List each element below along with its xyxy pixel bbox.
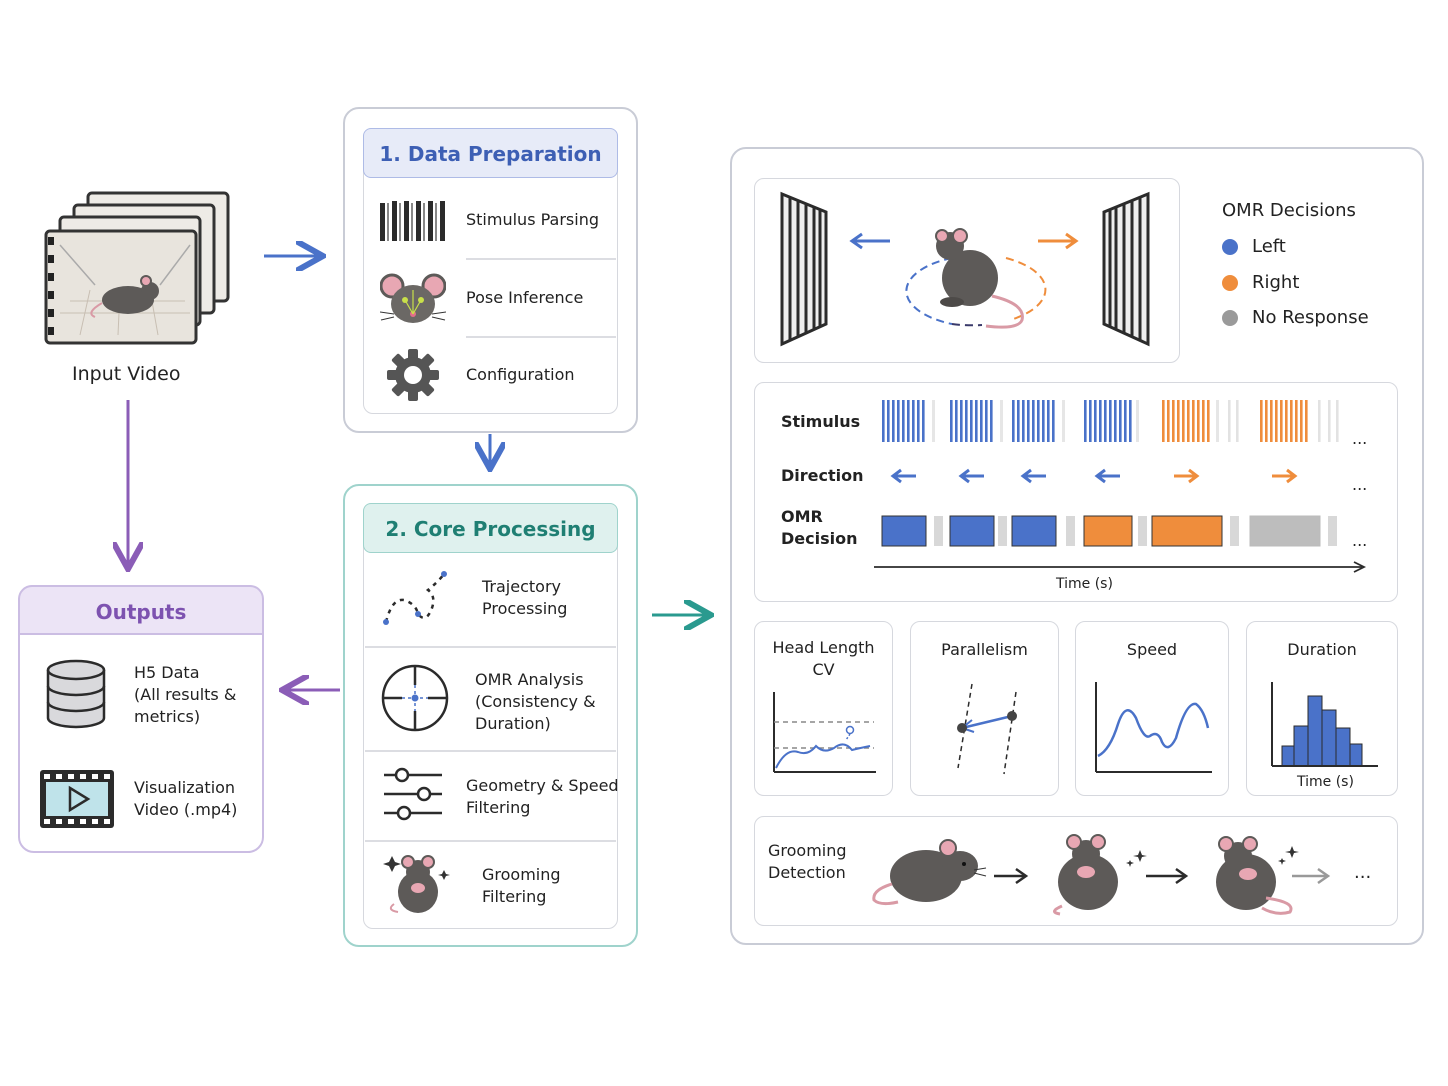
stimulus-gap-2: [1318, 400, 1321, 442]
stimulus-block-1: [950, 400, 1003, 442]
speed-plot: [1095, 682, 1212, 773]
stimulus-block-5: [1260, 400, 1308, 442]
grooming-mouse-icon-2: [1216, 836, 1299, 915]
decision-gap-1: [998, 516, 1007, 546]
left-grating-icon: [780, 191, 828, 347]
direction-arrowhead-0: [890, 468, 902, 484]
stripes-icon: [380, 201, 445, 241]
decision-block-3: [1083, 515, 1133, 547]
timeline-ellipsis-direction: ...: [1352, 475, 1368, 494]
timeline-ellipsis-decision: ...: [1352, 531, 1368, 550]
core-processing-title: 2. Core Processing: [363, 503, 618, 553]
metric-speed-title: Speed: [1126, 640, 1178, 659]
right-grating-icon: [1102, 191, 1150, 347]
video-frames-icon: [44, 191, 230, 345]
legend-right-label: Right: [1252, 272, 1300, 293]
trajectory-processing-label: Trajectory Processing: [482, 577, 568, 618]
center-mouse-icon: [935, 228, 1024, 329]
legend-title: OMR Decisions: [1222, 200, 1356, 221]
stimulus-block-3: [1084, 400, 1139, 442]
walking-mouse-icon: [872, 839, 987, 906]
geometry-speed-filtering-label: Geometry & Speed Filtering: [466, 776, 619, 817]
video-icon: [40, 770, 114, 828]
legend-no-response-label: No Response: [1252, 307, 1369, 328]
stimulus-gap-4: [1336, 400, 1339, 442]
legend-no-response-dot: [1222, 310, 1238, 326]
decision-gap-3: [1138, 516, 1147, 546]
timeline-ellipsis-stimulus: ...: [1352, 429, 1368, 448]
input-video-label: Input Video: [72, 363, 181, 385]
h5-data-label: H5 Data (All results & metrics): [134, 663, 237, 726]
crosshair-icon: [381, 664, 449, 732]
direction-arrowhead-1: [958, 468, 970, 484]
mouse-icon: [90, 275, 159, 318]
metric-duration-title: Duration: [1287, 640, 1357, 659]
omr-analysis-label: OMR Analysis (Consistency & Duration): [475, 670, 596, 733]
timeline-row-stimulus: Stimulus: [781, 412, 861, 431]
stimulus-gap-0: [1228, 400, 1231, 442]
pose-inference-label: Pose Inference: [466, 288, 584, 307]
sliders-icon: [384, 767, 442, 821]
metric-speed: [1075, 621, 1229, 796]
stimulus-gap-3: [1328, 400, 1331, 442]
metric-parallelism-title: Parallelism: [941, 640, 1028, 659]
decision-block-4: [1151, 515, 1223, 547]
arena-illustration: [780, 191, 1150, 347]
decision-block-2: [1011, 515, 1057, 547]
configuration-label: Configuration: [466, 365, 575, 384]
direction-arrowhead-5: [1286, 468, 1298, 484]
decision-block-1: [949, 515, 995, 547]
timeline-axis-label: Time (s): [1056, 576, 1113, 592]
legend-left-label: Left: [1252, 236, 1286, 257]
direction-arrowhead-3: [1094, 468, 1106, 484]
stimulus-block-4: [1162, 400, 1219, 442]
metric-head-length-cv-title: Head Length CV: [772, 638, 875, 679]
mouse-face-icon: [380, 273, 446, 323]
direction-arrowhead-4: [1188, 468, 1200, 484]
trajectory-icon: [383, 571, 447, 625]
decision-block-5: [1249, 515, 1321, 547]
legend-left-dot: [1222, 239, 1238, 255]
timeline-row-direction: Direction: [781, 466, 864, 485]
duration-histogram: [1271, 682, 1378, 767]
stimulus-block-2: [1012, 400, 1065, 442]
grooming-filtering-label: Grooming Filtering: [482, 865, 561, 906]
head-length-cv-plot: [773, 692, 876, 773]
decision-block-0: [881, 515, 927, 547]
direction-arrowhead-2: [1020, 468, 1032, 484]
stimulus-gap-1: [1236, 400, 1239, 442]
stimulus-block-0: [882, 400, 935, 442]
data-preparation-title: 1. Data Preparation: [363, 128, 618, 178]
decision-gap-5: [1328, 516, 1337, 546]
input-video: [40, 185, 240, 355]
duration-axis-label: Time (s): [1297, 774, 1354, 790]
timeline-chart: [874, 400, 1367, 573]
grooming-ellipsis: ...: [1354, 862, 1372, 883]
stimulus-parsing-label: Stimulus Parsing: [466, 210, 599, 229]
parallelism-plot: [957, 683, 1017, 775]
grooming-sequence: [872, 834, 1331, 916]
decision-gap-4: [1230, 516, 1239, 546]
time-axis-arrowhead: [1353, 561, 1367, 573]
legend-right-dot: [1222, 275, 1238, 291]
decision-gap-2: [1066, 516, 1075, 546]
database-icon: [46, 659, 106, 729]
visualization-video-label: Visualization Video (.mp4): [134, 778, 238, 819]
grooming-mouse-icon-1: [1053, 834, 1147, 916]
metric-parallelism: [910, 621, 1059, 796]
decision-gap-0: [934, 516, 943, 546]
grooming-detection-label: Grooming Detection: [768, 841, 847, 882]
timeline-row-omr-decision: OMR Decision: [781, 507, 858, 548]
gear-icon: [387, 349, 439, 401]
grooming-mouse-icon: [383, 855, 450, 913]
outputs-title: Outputs: [18, 585, 264, 635]
